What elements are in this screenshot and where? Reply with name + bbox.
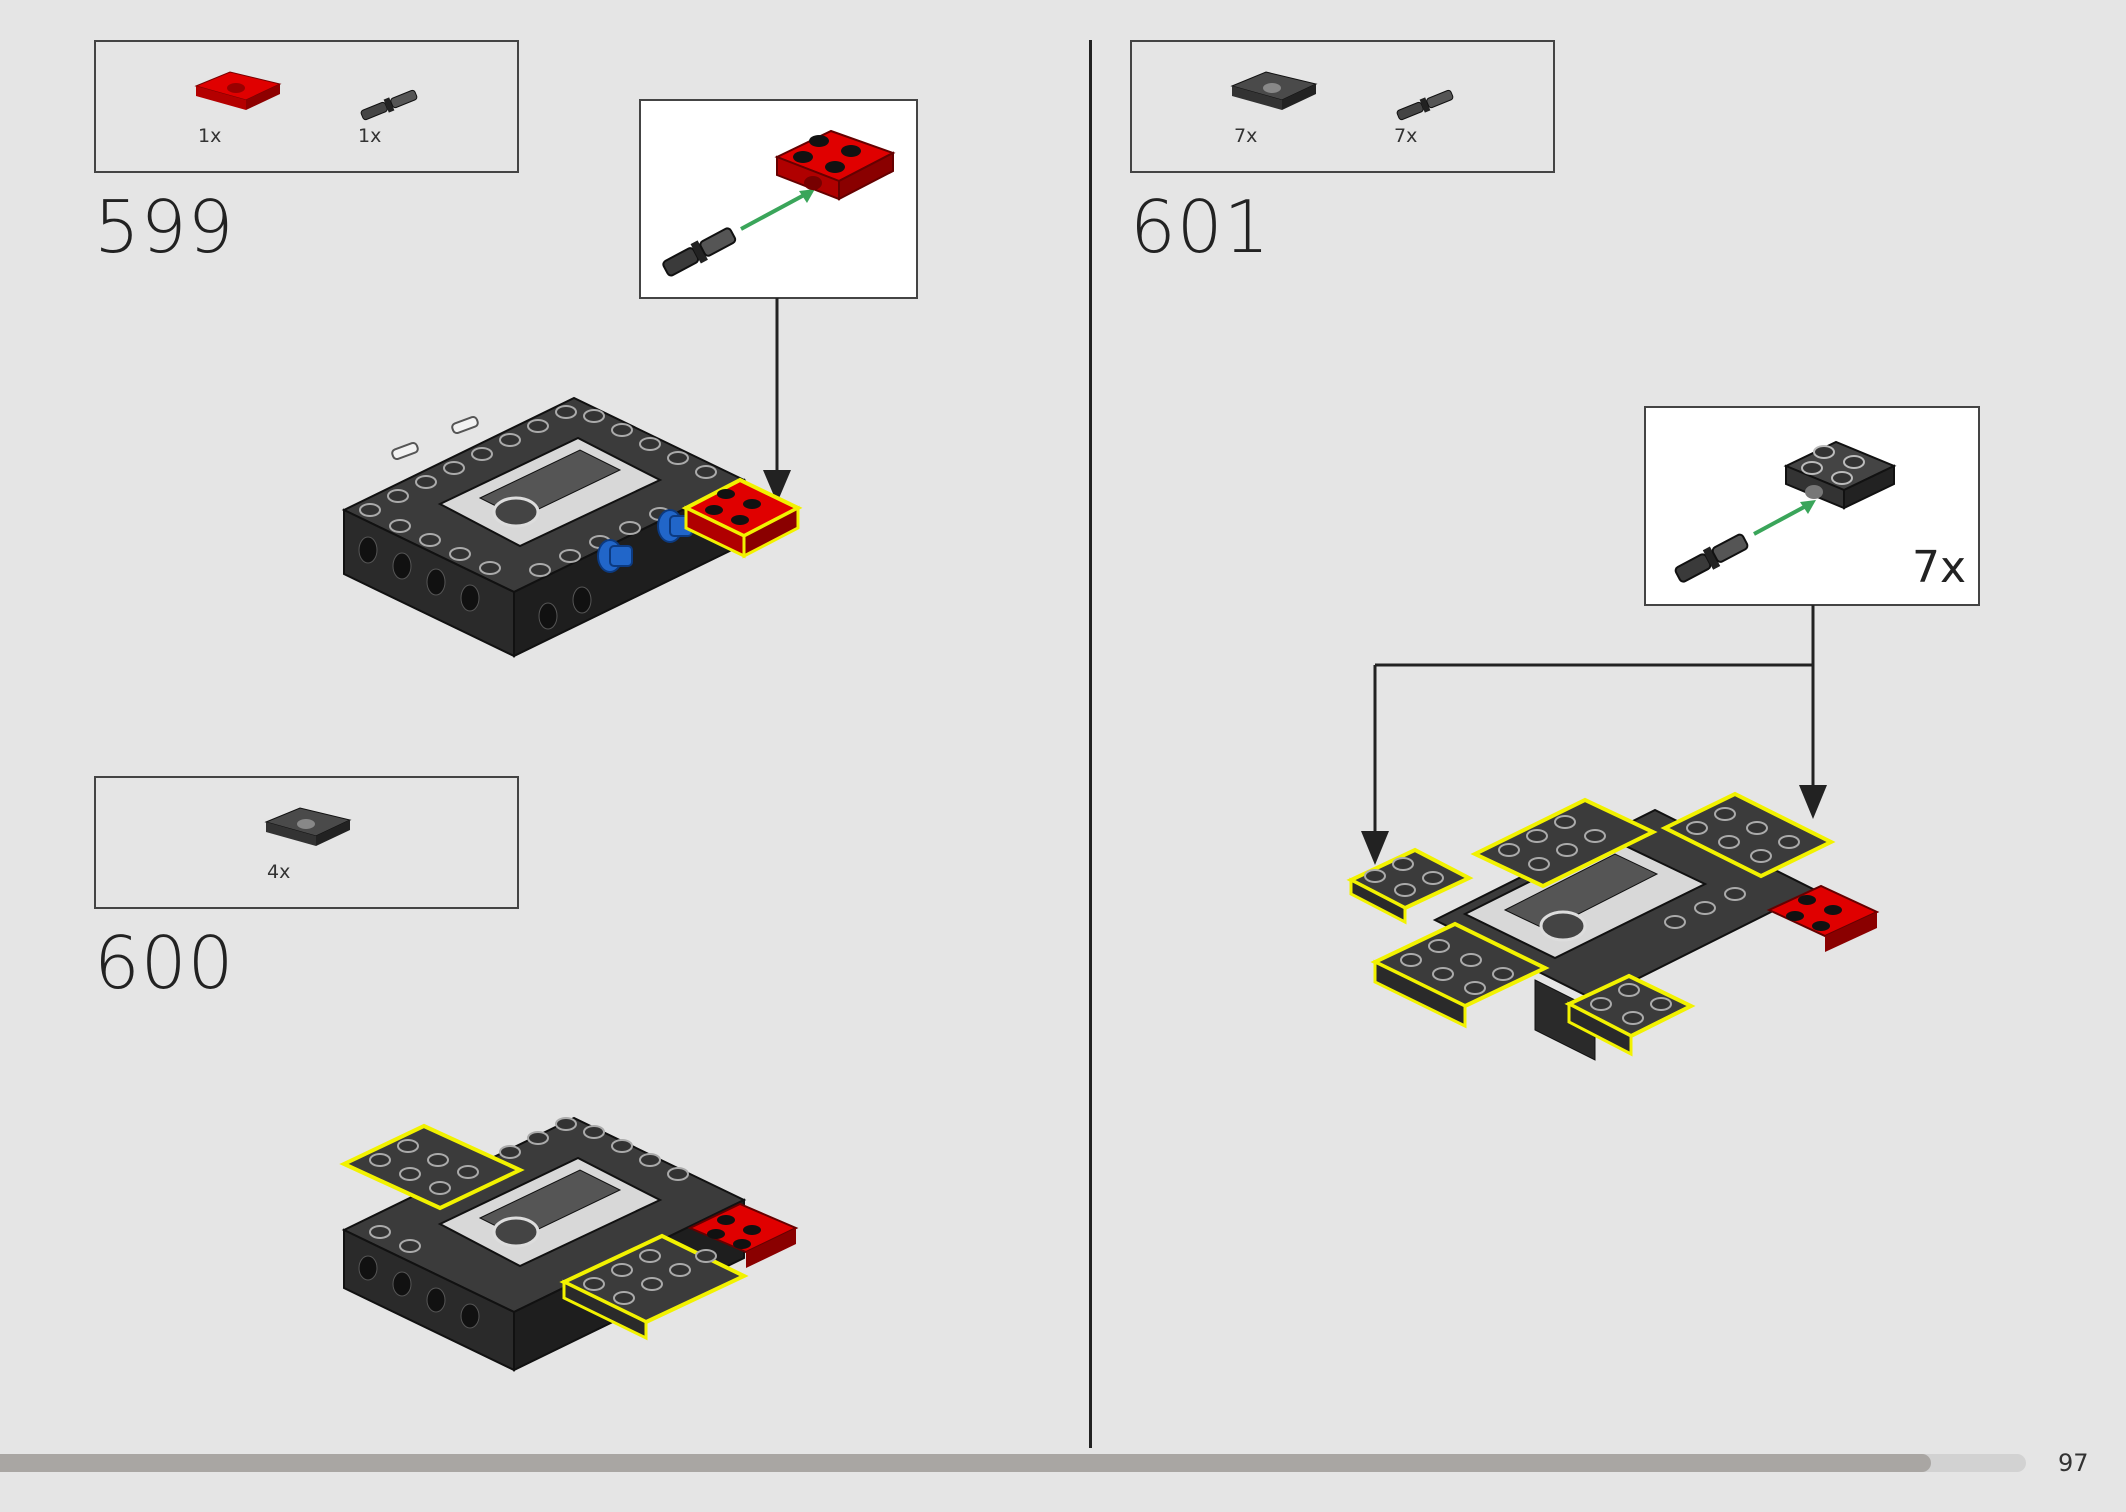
black-technic-pin-icon: [1394, 89, 1456, 124]
model-assembly-step-599: [341, 396, 803, 658]
step-number-601: 601: [1130, 185, 1271, 269]
callout-pointer-arrow: [763, 298, 791, 503]
page-number: 97: [2058, 1449, 2089, 1477]
red-plate-with-pin-hole-icon: [194, 71, 286, 126]
part-quantity: 4x: [267, 861, 291, 883]
black-technic-pin-icon: [358, 89, 420, 124]
model-assembly-step-601: [1346, 791, 1880, 1061]
parts-list-step-599: 1x 1x: [94, 40, 519, 173]
page-divider: [1089, 40, 1092, 1448]
part-quantity: 1x: [358, 125, 382, 147]
callout-quantity: 7x: [1912, 542, 1967, 593]
black-technic-pin-icon: [1674, 533, 1749, 583]
black-technic-pin-icon: [662, 227, 737, 277]
step-number-600: 600: [94, 921, 235, 1005]
black-plate-with-pin-hole-icon: [264, 807, 356, 862]
parts-list-step-600: 4x: [94, 776, 519, 909]
progress-bar: [0, 1454, 2026, 1472]
callout-step-601: 7x: [1644, 406, 1980, 606]
assembly-pin-into-black-plate: [1674, 440, 1897, 583]
assembly-pin-into-red-plate: [662, 129, 896, 277]
part-quantity: 7x: [1234, 125, 1258, 147]
callout-step-599: [639, 99, 918, 299]
callout-pointer-arrows: [1361, 605, 1827, 865]
part-quantity: 7x: [1394, 125, 1418, 147]
part-quantity: 1x: [198, 125, 222, 147]
parts-list-step-601: 7x 7x: [1130, 40, 1555, 173]
progress-bar-fill: [0, 1454, 1931, 1472]
model-assembly-step-600: [339, 1116, 799, 1372]
step-number-599: 599: [94, 185, 235, 269]
black-plate-with-pin-hole-icon: [1230, 71, 1322, 126]
